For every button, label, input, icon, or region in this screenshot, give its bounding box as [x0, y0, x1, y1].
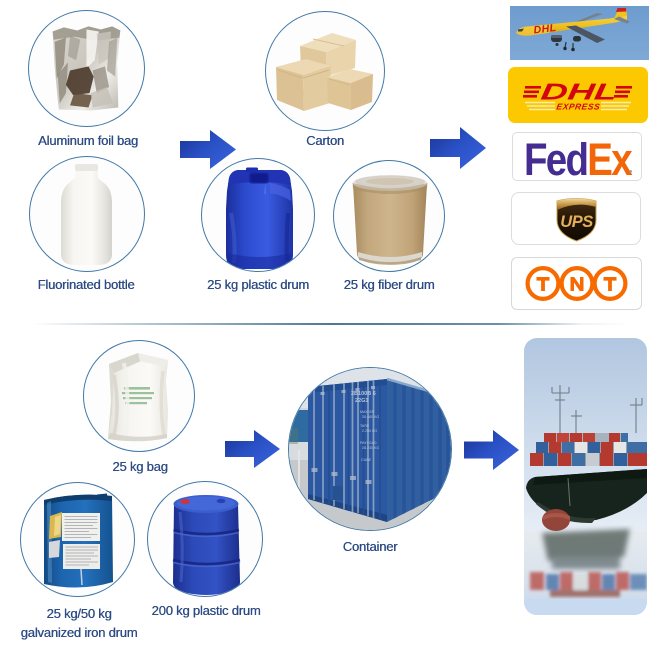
svg-text:UPS: UPS — [560, 213, 593, 231]
svg-text:MAX GR: MAX GR — [360, 410, 375, 414]
svg-text:CUBE: CUBE — [361, 458, 372, 462]
svg-text:PAYLOAD: PAYLOAD — [360, 441, 377, 445]
svg-text:2.250 KG: 2.250 KG — [362, 429, 377, 433]
svg-text:TARE: TARE — [360, 424, 370, 428]
svg-text:2B100B 6: 2B100B 6 — [351, 391, 376, 397]
svg-text:30.480 KG: 30.480 KG — [362, 415, 379, 419]
svg-text:EXPRESS: EXPRESS — [556, 102, 601, 112]
svg-text:DHL: DHL — [533, 22, 557, 37]
svg-text:28.230 KG: 28.230 KG — [362, 446, 379, 450]
svg-text:22G1: 22G1 — [355, 398, 368, 404]
